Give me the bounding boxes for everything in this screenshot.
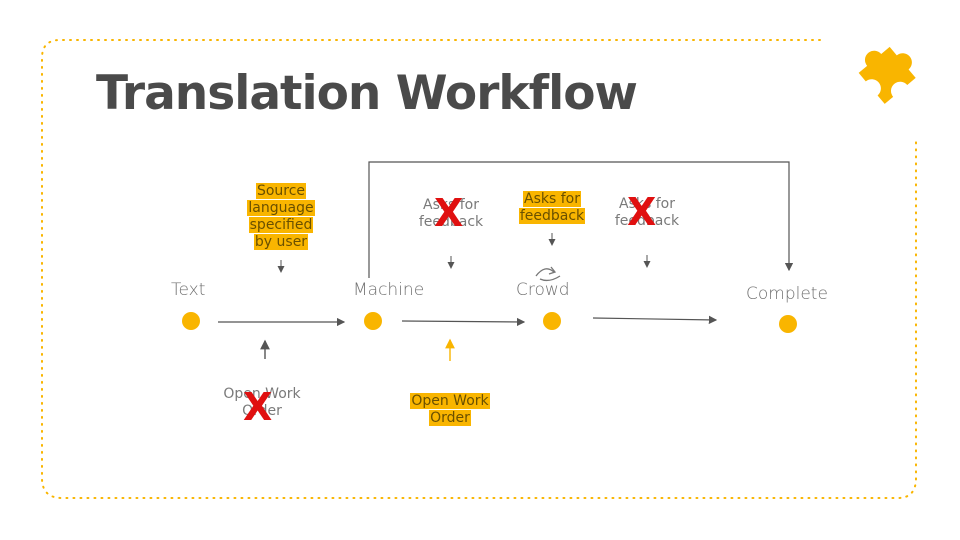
text-work-order-note: Open Work Order	[223, 386, 301, 419]
node-label-machine: Machine	[353, 280, 425, 300]
text-work-order-cross: X	[243, 385, 273, 429]
machine-to-crowd-arrow	[401, 317, 526, 327]
bypass-connector	[368, 161, 794, 278]
text-node-dot	[182, 312, 200, 330]
puzzle-piece-icon	[858, 46, 916, 104]
complete-feedback-note: Asks for feedback	[614, 196, 680, 229]
complete-feedback-cross: X	[627, 190, 657, 234]
crowd-feedback-note: Asks for feedback	[518, 191, 586, 224]
refresh-icon	[535, 266, 561, 282]
machine-node-dot	[364, 312, 382, 330]
crowd-node-dot	[543, 312, 561, 330]
node-label-text: Text	[171, 280, 206, 300]
slide-title: Translation Workflow	[96, 66, 638, 121]
node-label-complete: Complete	[746, 284, 828, 304]
machine-feedback-note: Asks for feedback	[418, 197, 484, 230]
machine-feedback-cross: X	[434, 191, 464, 235]
node-label-crowd: Crowd	[516, 280, 570, 300]
source-language-note: Source language specified by user	[247, 183, 315, 250]
complete-node-dot	[779, 315, 797, 333]
machine-work-order-note: Open Work Order	[410, 393, 490, 426]
crowd-to-complete-arrow	[592, 315, 718, 325]
